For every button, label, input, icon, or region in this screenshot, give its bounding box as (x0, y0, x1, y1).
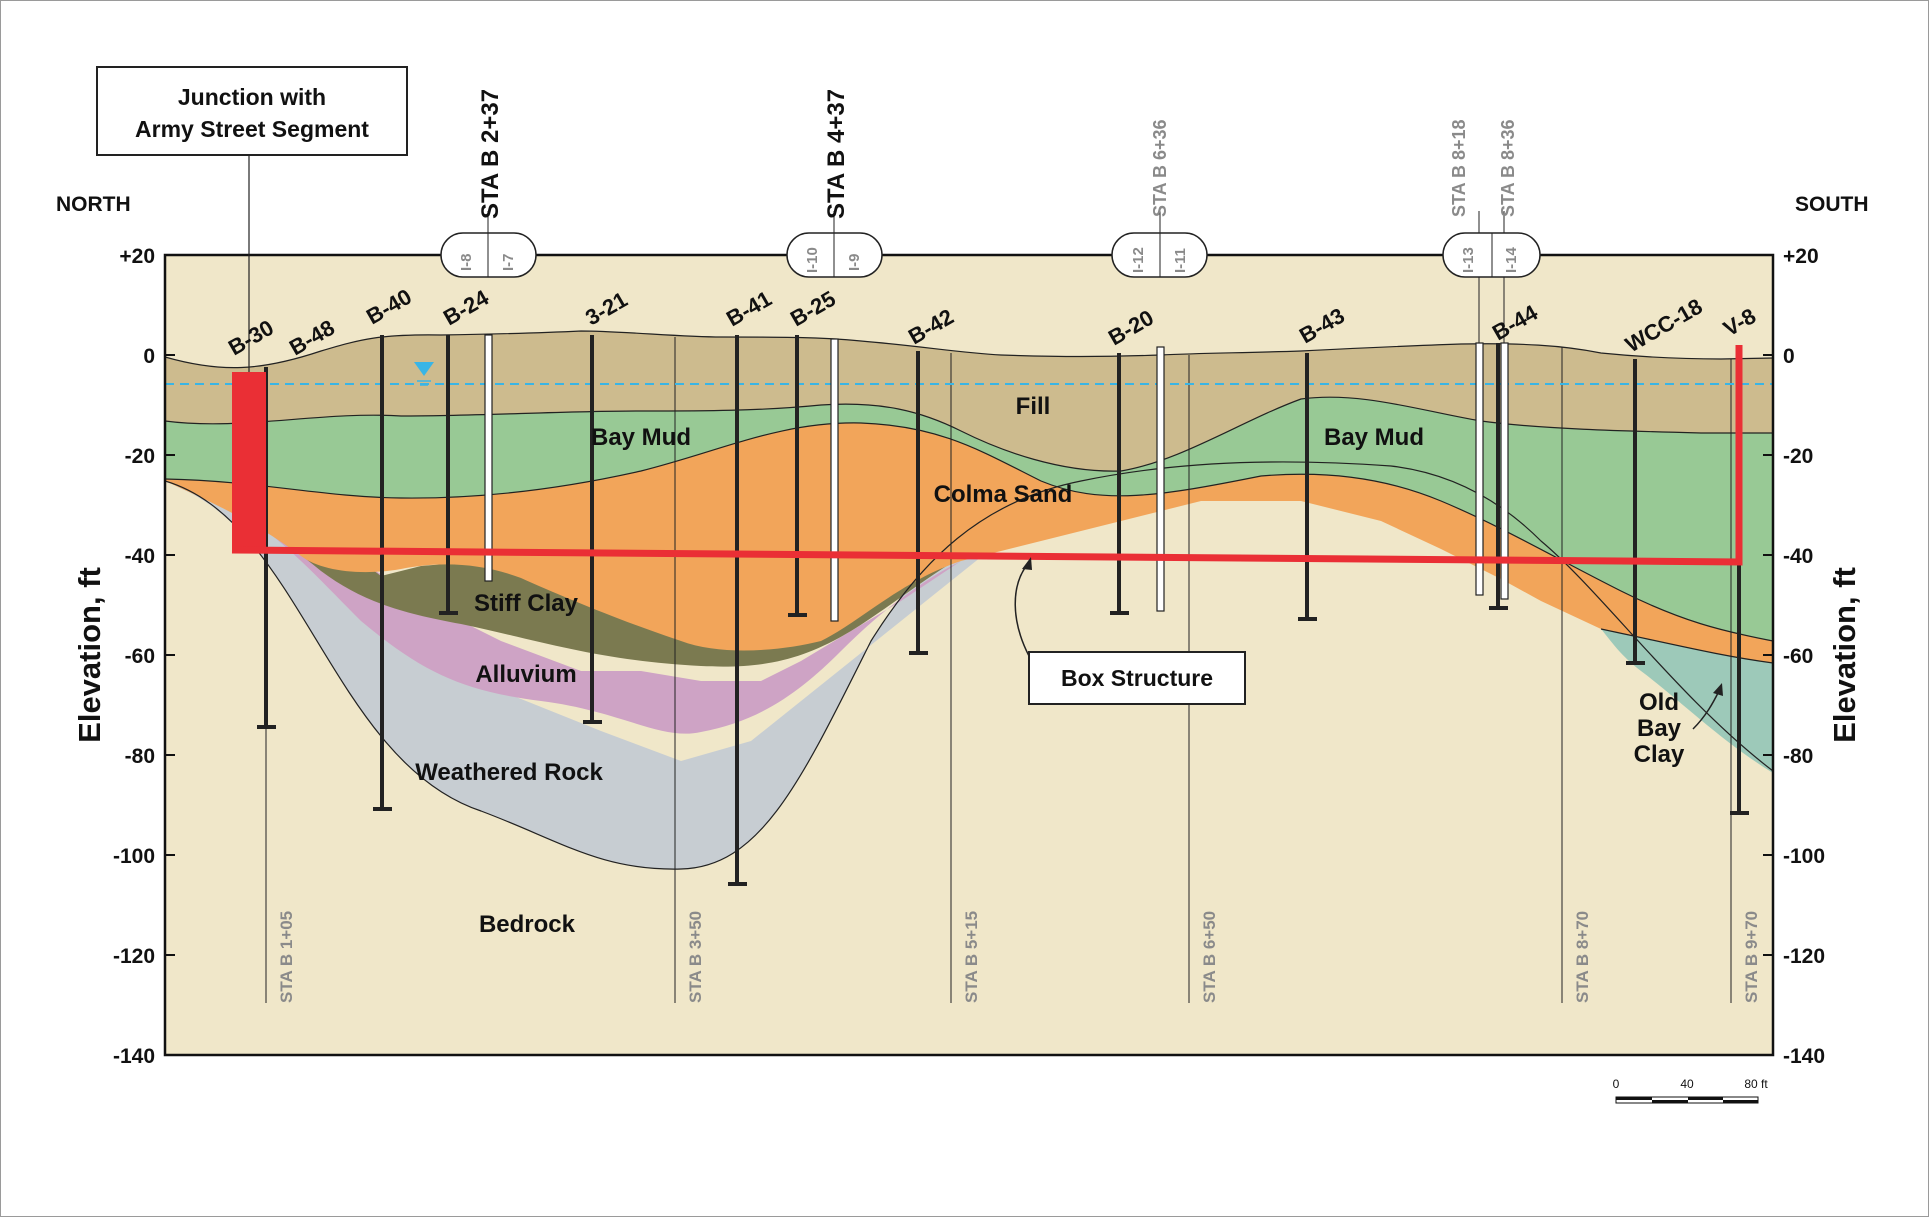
inclinometer-label: I-11 (1172, 248, 1189, 273)
junction-callout-line1: Junction with (178, 84, 326, 110)
fill-layer (165, 331, 1773, 472)
water-table-icon (414, 362, 434, 386)
old-bay-clay-arrowhead (1713, 683, 1723, 696)
y-tick-label: -80 (1783, 745, 1813, 768)
y-tick-label: -120 (1783, 945, 1825, 968)
y-tick-label: -80 (125, 745, 155, 768)
station-label: STA B 3+50 (686, 911, 705, 1003)
y-tick-label: -140 (1783, 1045, 1825, 1068)
y-tick-label: -100 (1783, 845, 1825, 868)
y-axis-title-right: Elevation, ft (1827, 567, 1862, 743)
old-bay-clay-label: Bay (1637, 715, 1682, 742)
y-tick-label: 0 (1783, 345, 1795, 368)
inclinometer-pill: I-10 I-9 (786, 211, 883, 278)
layer-labels: Fill Bay Mud Bay Mud Colma Sand Stiff Cl… (415, 393, 1685, 938)
inclinometer-label: I-13 (1460, 247, 1477, 273)
station-label-top: STA B 2+37 (477, 89, 504, 219)
inclinometer-pill: I-12 I-11 (1111, 211, 1208, 278)
bay-mud-label: Bay Mud (1324, 424, 1424, 451)
scale-label: 80 ft (1744, 1077, 1768, 1091)
y-tick-label: +20 (119, 245, 155, 268)
y-tick-label: -40 (125, 545, 155, 568)
box-structure-callout-box (1028, 651, 1246, 705)
y-tick-label: +20 (1783, 245, 1819, 268)
box-structure-callout-label: Box Structure (1061, 665, 1213, 691)
inclinometer-label: I-7 (500, 253, 517, 271)
station-label-top: STA B 4+37 (823, 89, 850, 219)
scale-label: 0 (1613, 1077, 1620, 1091)
old-bay-clay-label: Old (1639, 689, 1679, 716)
y-axis-labels-left: +20 0 -20 -40 -60 -80 -100 -120 -140 (113, 245, 155, 1068)
bay-mud-label: Bay Mud (591, 424, 691, 451)
fill-label: Fill (1016, 393, 1051, 420)
y-axis-title-left: Elevation, ft (72, 567, 107, 743)
station-label: STA B 9+70 (1742, 911, 1761, 1003)
inclinometer-pill: I-8 I-7 (440, 211, 537, 278)
bay-mud-layer (165, 397, 1773, 641)
y-tick-label: -140 (113, 1045, 155, 1068)
station-label: STA B 6+50 (1200, 911, 1219, 1003)
y-tick-label: -100 (113, 845, 155, 868)
station-label-top: STA B 8+36 (1498, 119, 1518, 217)
y-axis-labels-right: +20 0 -20 -40 -60 -80 -100 -120 -140 (1783, 245, 1825, 1068)
y-tick-label: -60 (125, 645, 155, 668)
inclinometer-label: I-10 (804, 247, 821, 273)
box-structure-arrowhead (1022, 557, 1032, 570)
inclinometer-label: I-14 (1503, 246, 1520, 273)
y-tick-label: -60 (1783, 645, 1813, 668)
station-label: STA B 8+70 (1573, 911, 1592, 1003)
y-tick-label: -120 (113, 945, 155, 968)
station-label: STA B 1+05 (277, 911, 296, 1003)
inclinometer-pill: I-13 I-14 (1442, 211, 1541, 278)
box-structure-leader (1014, 564, 1030, 657)
south-label: SOUTH (1795, 193, 1869, 216)
y-tick-label: -20 (125, 445, 155, 468)
junction-callout-line2: Army Street Segment (135, 116, 369, 142)
inclinometer-label: I-9 (846, 253, 863, 271)
y-tick-label: -40 (1783, 545, 1813, 568)
bedrock-label: Bedrock (479, 911, 576, 938)
scale-label: 40 (1680, 1077, 1694, 1091)
colma-sand-layer (165, 422, 1773, 666)
old-bay-clay-label: Clay (1634, 741, 1685, 768)
station-label-top: STA B 6+36 (1150, 119, 1170, 217)
alluvium-label: Alluvium (475, 661, 576, 688)
box-structure (231, 345, 1743, 566)
junction-callout-box (96, 66, 408, 156)
bottom-station-labels: STA B 1+05 STA B 3+50 STA B 5+15 STA B 6… (277, 911, 1761, 1003)
inclinometer-leaders (1478, 277, 1505, 343)
inclinometer-label: I-8 (458, 253, 475, 271)
station-label-top: STA B 8+18 (1449, 119, 1469, 217)
inclinometer-label: I-12 (1130, 247, 1147, 273)
y-axis-ticks (165, 254, 1773, 1056)
north-label: NORTH (56, 193, 131, 216)
station-label: STA B 5+15 (962, 911, 981, 1003)
colma-sand-label: Colma Sand (934, 481, 1073, 508)
y-tick-label: -20 (1783, 445, 1813, 468)
weathered-rock-label: Weathered Rock (415, 759, 603, 786)
weathered-rock-layer (165, 461, 1773, 870)
stiff-clay-label: Stiff Clay (474, 590, 579, 617)
scale-bar: 0 40 80 ft (1613, 1077, 1768, 1104)
y-tick-label: 0 (143, 345, 155, 368)
